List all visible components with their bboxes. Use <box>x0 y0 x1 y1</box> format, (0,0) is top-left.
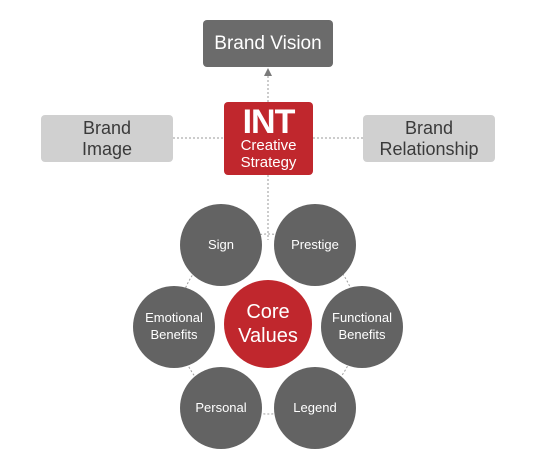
value-label-line2: Benefits <box>150 327 198 342</box>
value-label-line2: Benefits <box>338 327 386 342</box>
core-values-circle: Core Values <box>224 280 312 368</box>
value-circle-legend: Legend <box>274 367 356 449</box>
int-subtitle-line1: Creative <box>240 137 297 155</box>
value-label-line1: Functional <box>332 310 392 326</box>
brand-vision-box: Brand Vision <box>203 20 333 67</box>
brand-image-box: Brand Image <box>41 115 173 162</box>
value-circle-functional-benefits: Functional Benefits <box>321 286 403 368</box>
value-circle-emotional-benefits: Emotional Benefits <box>133 286 215 368</box>
arrow-up-icon <box>264 68 272 76</box>
value-label: Legend <box>293 399 337 415</box>
brand-vision-label: Brand Vision <box>214 32 322 54</box>
value-circle-sign: Sign <box>180 204 262 286</box>
value-label: Personal <box>195 399 247 415</box>
brand-image-line2: Image <box>81 138 133 159</box>
value-circle-personal: Personal <box>180 367 262 449</box>
core-values-line1: Core <box>246 301 290 323</box>
brand-relationship-line2: Relationship <box>379 138 479 159</box>
brand-relationship-line1: Brand <box>404 117 454 138</box>
brand-image-line1: Brand <box>82 117 132 138</box>
value-label: Prestige <box>291 236 339 252</box>
value-label-line1: Emotional <box>145 310 203 326</box>
int-subtitle-line2: Strategy <box>240 153 297 171</box>
int-creative-strategy-box: INT Creative Strategy <box>224 102 313 175</box>
int-logo: INT <box>242 102 296 141</box>
value-circle-prestige: Prestige <box>274 204 356 286</box>
value-label: Sign <box>207 236 235 252</box>
core-values-line2: Values <box>238 325 298 347</box>
brand-relationship-box: Brand Relationship <box>363 115 495 162</box>
